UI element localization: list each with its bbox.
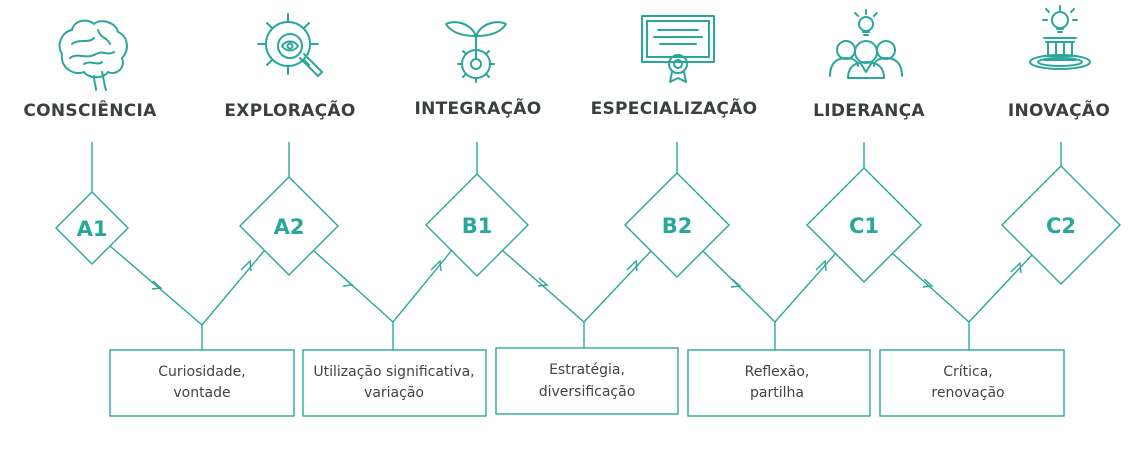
level-diamond-a1 [55,191,129,265]
description-box [109,349,295,417]
description-box-line1: Crítica, [943,364,993,380]
level-code-b2: B2 [662,214,693,238]
transition-connector [313,249,453,350]
level-code-c1: C1 [849,214,879,238]
transition-connector [891,252,1033,350]
level-diamond-c2 [1001,165,1121,285]
description-box [495,347,679,415]
description-box-line1: Reflexão, [745,364,810,380]
description-box [302,349,487,417]
brain-icon [58,19,128,91]
transition-connector [702,250,837,350]
stage-title-exploracao: EXPLORAÇÃO [224,98,355,121]
description-box-line1: Estratégia, [549,362,625,378]
description-box-line2: renovação [931,385,1004,401]
level-diamond-b1 [425,173,529,277]
level-code-a2: A2 [274,215,305,239]
transition-connector [109,245,265,350]
sprout-gear-icon [445,21,507,83]
certificate-icon [641,15,715,83]
description-box-line1: Utilização significativa, [313,364,474,380]
level-diamond-c1 [806,167,922,283]
level-code-b1: B1 [462,214,493,238]
lightbulb-pedestal-icon [1029,5,1091,70]
transition-connector [501,249,652,348]
stage-title-consciencia: CONSCIÊNCIA [23,99,157,121]
description-box-line2: variação [364,385,424,401]
description-box-line2: diversificação [539,384,636,400]
level-code-c2: C2 [1046,214,1076,238]
stage-title-lideranca: LIDERANÇA [813,101,925,121]
level-code-a1: A1 [77,217,108,241]
stage-title-inovacao: INOVAÇÃO [1008,98,1110,121]
description-box-line1: Curiosidade, [158,364,245,380]
description-box [687,349,871,417]
level-diamond-b2 [624,172,730,278]
description-box-line2: partilha [750,385,804,401]
leader-group-icon [829,9,903,79]
description-box-line2: vontade [173,385,230,401]
stage-title-integracao: INTEGRAÇÃO [414,96,541,119]
stage-title-especializacao: ESPECIALIZAÇÃO [591,96,758,119]
level-diamond-a2 [239,176,339,276]
gear-magnifier-icon [257,13,323,77]
description-box [879,349,1065,417]
